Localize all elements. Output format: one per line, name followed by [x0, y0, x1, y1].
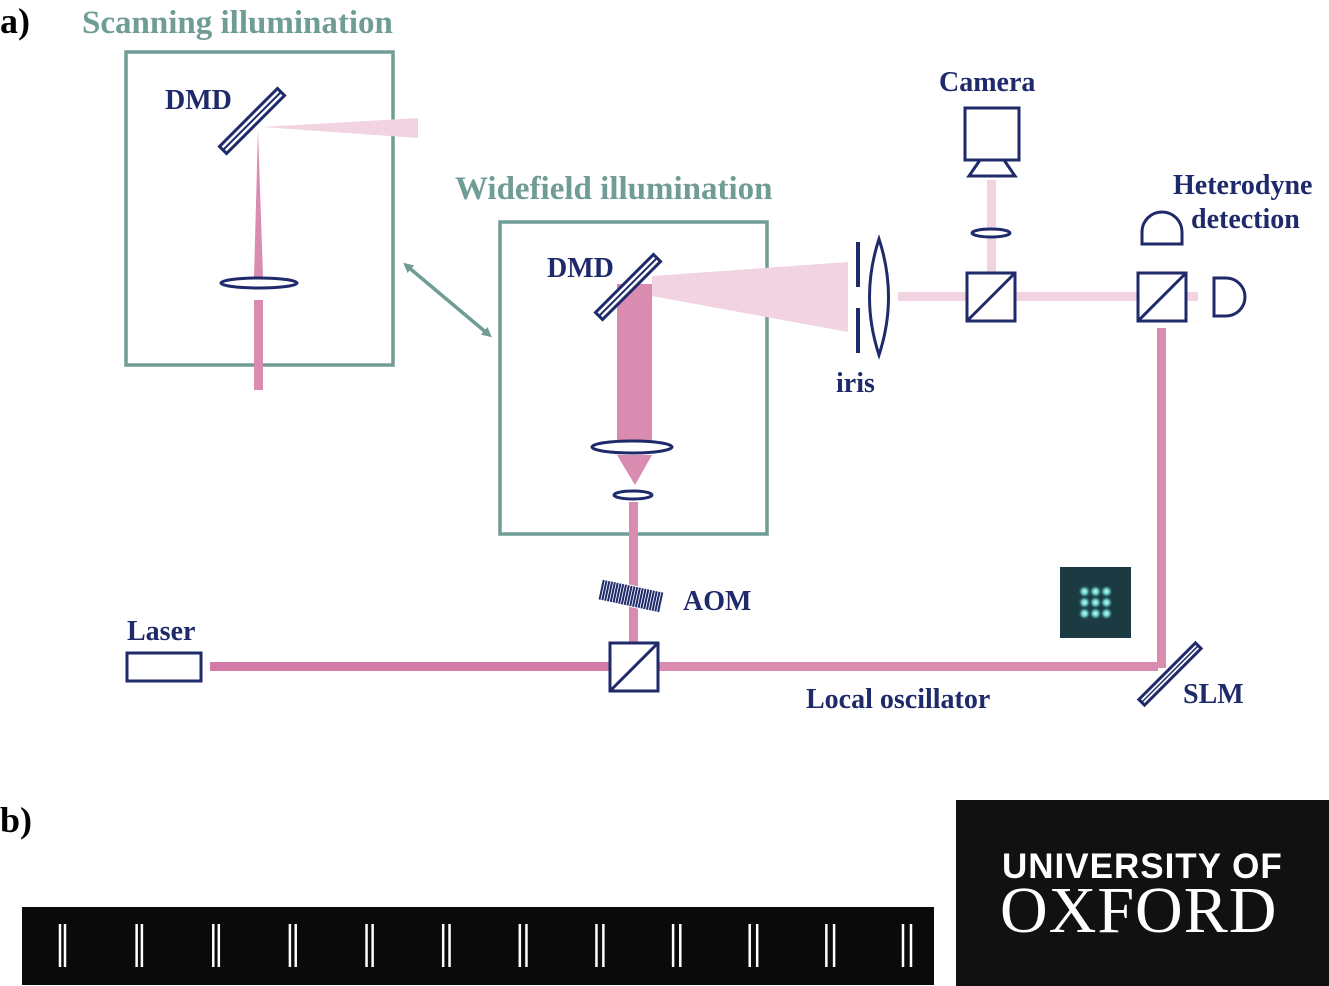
logo-line1: UNIVERSITY OF [1002, 847, 1283, 886]
scanning-dmd-label: DMD [165, 85, 232, 116]
scanning-lens-icon [219, 276, 299, 290]
slm-to-detector-beam [1157, 328, 1166, 668]
scanning-illumination-box: DMD [124, 50, 418, 390]
slm-pattern-image [1060, 567, 1131, 638]
widefield-illumination-title: Widefield illumination [455, 171, 773, 207]
aom-grating-line [651, 591, 658, 612]
aom-grating-line [615, 583, 622, 604]
aom-grating-line [620, 584, 628, 605]
widefield-output-beam [652, 262, 848, 332]
switch-double-arrow-icon [403, 262, 492, 338]
aom-grating-line [606, 581, 614, 602]
aom-grating-line [623, 585, 630, 606]
camera-beam [987, 180, 996, 272]
camera-lens-icon [970, 227, 1012, 239]
heterodyne-label-line1: Heterodyne [1173, 170, 1312, 201]
side-detector-icon [1212, 276, 1247, 318]
widefield-expanded-beam [617, 284, 652, 447]
widefield-illumination-box: DMD [498, 220, 848, 536]
local-oscillator-beam [658, 662, 1158, 671]
aom-grating-line [632, 586, 639, 607]
aom-beam [629, 502, 638, 642]
aom-grating-line [609, 582, 616, 603]
aom-grating-line [643, 589, 650, 610]
aom-grating-line [634, 587, 641, 608]
aom-icon [597, 578, 665, 614]
aom-grating-line [654, 591, 661, 612]
heterodyne-beamsplitter-icon [1136, 271, 1188, 323]
scanning-output-beam [262, 118, 418, 138]
laser-beamsplitter-icon [608, 641, 660, 693]
slm-spot [1100, 596, 1113, 609]
detector-beam [1186, 292, 1198, 301]
logo-line2: OXFORD [1000, 874, 1277, 947]
panel-b-letter: b) [0, 800, 32, 840]
aom-grating-line [618, 583, 625, 604]
scanning-input-beam [254, 300, 263, 390]
oxford-logo-pattern: UNIVERSITY OF OXFORD [956, 800, 1329, 986]
aom-grating-line [640, 588, 647, 609]
aom-grating-line [648, 590, 655, 611]
aom-grating-line [598, 579, 605, 600]
widefield-dmd-mirror-icon [593, 252, 663, 322]
slm-mirror-icon [1136, 640, 1204, 708]
iris-lens-icon [868, 234, 890, 360]
line-pair-pattern [22, 907, 934, 985]
slm-spot [1078, 607, 1091, 620]
camera-label: Camera [939, 67, 1035, 98]
scanning-focused-beam [254, 130, 263, 277]
widefield-dmd-label: DMD [547, 253, 614, 284]
aom-grating-line [645, 589, 653, 610]
aom-grating-line [626, 585, 633, 606]
slm-spot [1078, 596, 1091, 609]
slm-spot [1100, 585, 1113, 598]
slm-spot [1089, 585, 1102, 598]
aom-grating-line [657, 592, 664, 613]
aom-grating-line [637, 588, 644, 609]
scanning-illumination-title: Scanning illumination [82, 5, 393, 41]
iris-label: iris [836, 368, 875, 399]
slm-spot [1089, 607, 1102, 620]
top-detector-icon [1140, 210, 1184, 246]
laser-label: Laser [127, 616, 195, 647]
widefield-large-lens-icon [590, 439, 674, 455]
widefield-converging-beam [617, 455, 652, 485]
aom-grating-line [604, 580, 611, 601]
slm-spot [1100, 607, 1113, 620]
panel-a-letter: a) [0, 1, 30, 41]
slm-spot [1078, 585, 1091, 598]
laser-beam [210, 662, 610, 671]
aom-grating-line [601, 580, 608, 601]
aom-label: AOM [683, 586, 751, 617]
camera-icon [963, 106, 1021, 178]
widefield-small-lens-icon [612, 489, 654, 501]
aom-grating-line [629, 586, 636, 607]
slm-label: SLM [1183, 679, 1244, 710]
aom-grating-line [612, 582, 619, 603]
heterodyne-label-line2: detection [1191, 204, 1300, 235]
local-oscillator-label: Local oscillator [806, 684, 990, 715]
slm-spot [1089, 596, 1102, 609]
splitter-to-heterodyne-beam [1016, 292, 1137, 301]
scanning-dmd-mirror-icon [217, 86, 287, 156]
camera-beamsplitter-icon [965, 271, 1017, 323]
iris-to-splitter-beam [898, 292, 966, 301]
laser-icon [125, 651, 203, 683]
